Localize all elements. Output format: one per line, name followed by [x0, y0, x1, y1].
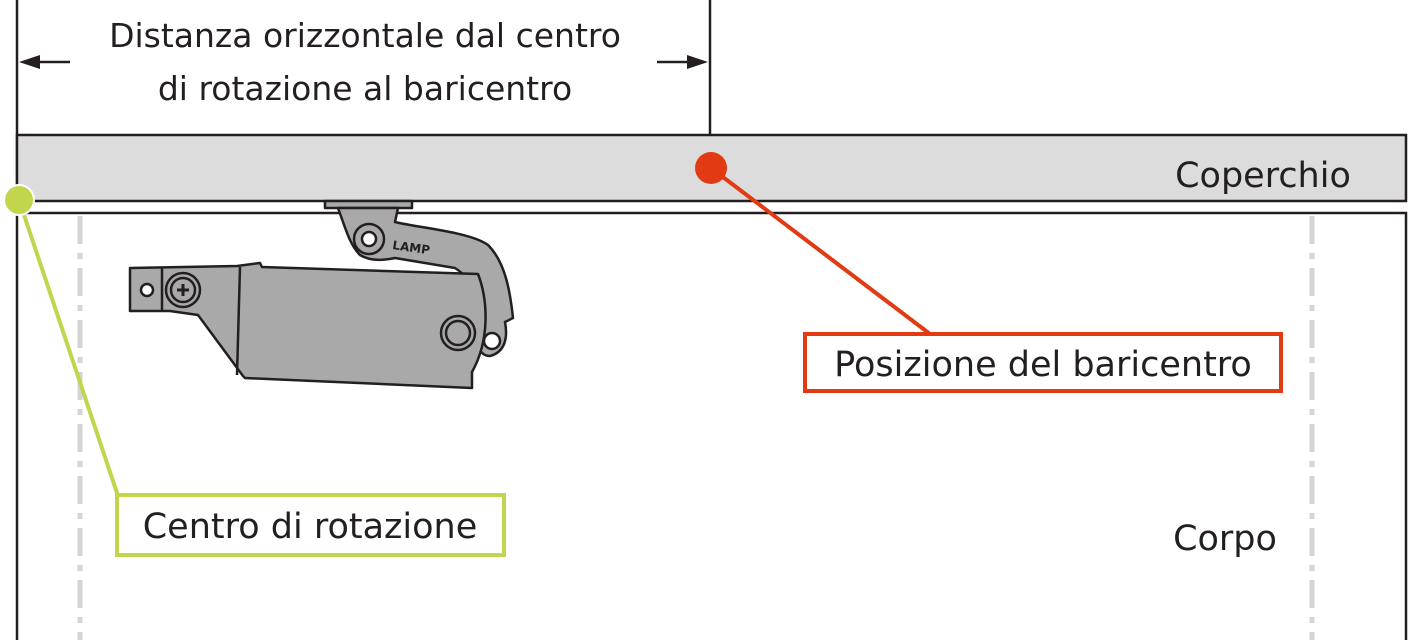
dimension-label-line1: Distanza orizzontale dal centro: [109, 16, 621, 55]
center-of-gravity-leader: [709, 166, 932, 336]
rotation-center-leader: [17, 199, 120, 497]
dimension-label-line2: di rotazione al baricentro: [158, 69, 572, 108]
center-of-gravity-box: [803, 332, 1283, 393]
body-label: Corpo: [1173, 519, 1277, 559]
center-of-gravity-dot: [695, 152, 727, 184]
rotation-center-box: [115, 493, 506, 557]
body-outline: [17, 211, 1408, 640]
center-of-gravity-label: Posizione del baricentro: [834, 345, 1252, 385]
right-arrow-icon: [657, 55, 708, 69]
hinge-logo: LAMP: [392, 238, 431, 257]
lid-label: Coperchio: [1175, 156, 1351, 196]
rotation-center-label: Centro di rotazione: [143, 507, 478, 547]
rotation-center-dot: [3, 184, 35, 216]
hinge-mechanism: LAMP: [128, 199, 515, 390]
left-arrow-icon: [19, 55, 70, 69]
